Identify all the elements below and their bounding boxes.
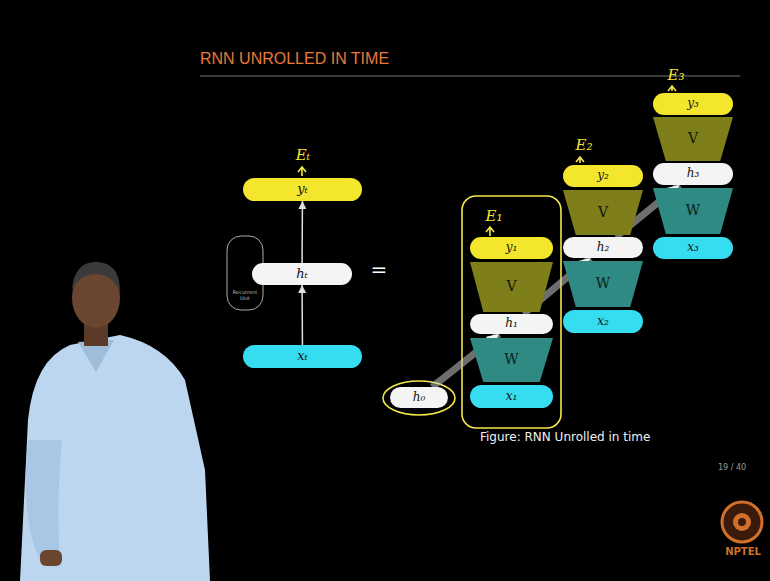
output-pill: y₁	[470, 237, 553, 259]
node-text: hₜ	[296, 267, 308, 281]
node-text: V	[598, 205, 608, 220]
nptel-logo	[722, 502, 762, 542]
page-number: 19 / 40	[712, 464, 752, 473]
slide-title: RNN UNROLLED IN TIME	[200, 50, 389, 68]
equals-sign: =	[369, 258, 389, 280]
recurrent-connector	[301, 201, 303, 263]
loop-label: Recurrent Unit	[228, 290, 262, 301]
node-text: h₂	[597, 241, 610, 254]
hidden-pill: h₃	[653, 163, 733, 185]
node-text: x₂	[597, 315, 609, 328]
presenter-figure	[20, 262, 210, 581]
input-pill: x₁	[470, 385, 553, 408]
weight-trapezoid: W	[563, 261, 643, 307]
annotation-strokes	[298, 86, 676, 428]
node-text: W	[686, 203, 700, 218]
error-annotation: Eₜ	[291, 147, 315, 164]
node-text: h₀	[413, 391, 426, 404]
figure-caption: Figure: RNN Unrolled in time	[480, 430, 650, 444]
input-pill: x₂	[563, 310, 643, 333]
weight-trapezoid: V	[470, 262, 553, 312]
hidden-pill: h₂	[563, 237, 643, 258]
input-pill: xₜ	[243, 345, 362, 368]
trapezoid-fill	[563, 261, 643, 307]
node-text: h₃	[687, 167, 700, 180]
error-annotation: E₁	[482, 208, 506, 225]
output-pill: y₂	[563, 165, 643, 187]
trapezoid-fill	[653, 188, 733, 234]
weight-trapezoid: W	[653, 188, 733, 234]
error-annotation: E₃	[664, 67, 688, 84]
recurrent-connector	[301, 285, 303, 345]
node-text: W	[596, 276, 610, 291]
weight-trapezoid: V	[653, 117, 733, 161]
node-text: y₂	[597, 169, 609, 182]
title-rule	[200, 76, 740, 77]
node-text: yₜ	[297, 182, 308, 196]
trapezoid-fill	[470, 262, 553, 312]
node-text: xₜ	[297, 349, 308, 363]
logo-text: NPTEL	[718, 546, 768, 557]
hidden-pill: h₀	[390, 387, 448, 408]
trapezoid-fill	[563, 190, 643, 235]
node-text: h₁	[505, 317, 518, 330]
trapezoid-fill	[470, 338, 553, 382]
node-text: x₃	[687, 241, 699, 254]
trapezoid-fill	[653, 117, 733, 161]
hidden-pill: h₁	[470, 314, 553, 334]
output-pill: y₃	[653, 93, 733, 115]
node-text: V	[688, 131, 698, 146]
node-text: W	[504, 352, 518, 367]
hidden-pill: hₜ	[252, 263, 352, 285]
output-pill: yₜ	[243, 178, 362, 201]
node-text: y₁	[506, 241, 518, 254]
error-annotation: E₂	[572, 137, 596, 154]
weight-trapezoid: V	[563, 190, 643, 235]
input-pill: x₃	[653, 237, 733, 259]
node-text: V	[506, 279, 516, 294]
node-text: x₁	[506, 390, 518, 403]
node-text: y₃	[687, 97, 699, 110]
weight-trapezoid: W	[470, 338, 553, 382]
